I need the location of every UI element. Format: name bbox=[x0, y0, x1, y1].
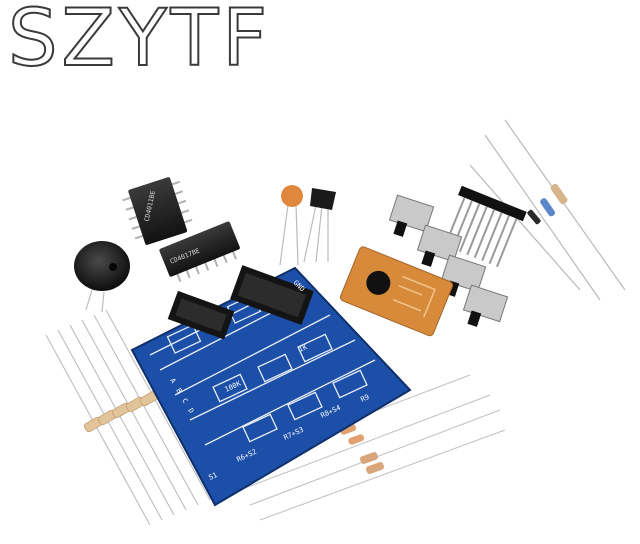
pcb-label-b: B bbox=[174, 387, 183, 395]
ic-socket-small bbox=[167, 290, 235, 340]
resistor-right-a bbox=[550, 183, 568, 205]
resistor-right-b bbox=[540, 198, 556, 217]
resistor-leads bbox=[469, 119, 626, 301]
transistor bbox=[303, 188, 336, 263]
pcb-label-r9: R9 bbox=[359, 393, 370, 404]
pcb-label-c: C bbox=[180, 397, 189, 405]
ic-chip-b: CD4017BE bbox=[159, 221, 240, 283]
diode-right bbox=[527, 209, 541, 225]
slide-switches bbox=[388, 194, 509, 327]
sound-module-board bbox=[339, 246, 454, 337]
pin-header-strip bbox=[444, 185, 527, 268]
ceramic-capacitor bbox=[279, 185, 303, 266]
resistor-bundle-left bbox=[45, 309, 211, 526]
brand-watermark: SZYTF bbox=[7, 0, 272, 84]
pcb-label-s1: S1 bbox=[207, 471, 218, 482]
buzzer bbox=[74, 241, 130, 313]
ic-socket bbox=[230, 265, 314, 325]
ic-chip-a: CD4011BE bbox=[122, 177, 193, 245]
pcb-label-a: A bbox=[168, 377, 177, 385]
pcb-label-1k: 1K bbox=[297, 343, 309, 354]
pcb-label-d: D bbox=[186, 407, 195, 415]
bottom-diodes bbox=[340, 424, 384, 474]
pcb-board: +5V GND S1 R6+S2 R7+S3 R8+S4 R9 A B C D … bbox=[130, 265, 412, 507]
